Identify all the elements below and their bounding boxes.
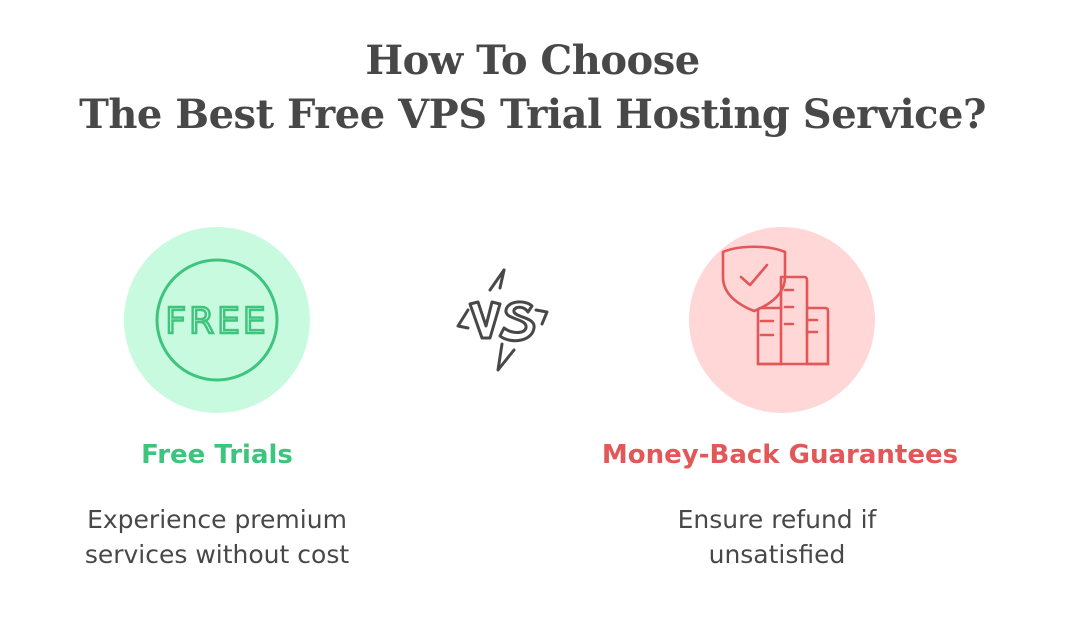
title-line-1: How To Choose xyxy=(365,37,700,84)
money-back-icon-circle xyxy=(689,227,875,413)
money-back-description-line-2: unsatisfied xyxy=(708,540,846,569)
title-line-2: The Best Free VPS Trial Hosting Service? xyxy=(79,91,986,138)
shield-check-buildings-icon xyxy=(721,245,830,366)
free-badge-icon: FREE xyxy=(155,258,279,382)
money-back-heading: Money-Back Guarantees xyxy=(601,440,959,470)
free-trials-description: Experience premium services without cost xyxy=(40,502,394,572)
free-trials-icon-circle: FREE xyxy=(124,227,310,413)
money-back-description: Ensure refund if unsatisfied xyxy=(580,502,974,572)
versus-icon xyxy=(456,268,549,372)
page-title: How To Choose The Best Free VPS Trial Ho… xyxy=(0,34,1065,142)
free-trials-heading: Free Trials xyxy=(141,440,293,470)
money-back-description-line-1: Ensure refund if xyxy=(677,505,877,534)
free-trials-description-line-2: services without cost xyxy=(84,540,350,569)
free-trials-description-line-1: Experience premium xyxy=(87,505,347,534)
svg-text:FREE: FREE xyxy=(165,301,268,342)
